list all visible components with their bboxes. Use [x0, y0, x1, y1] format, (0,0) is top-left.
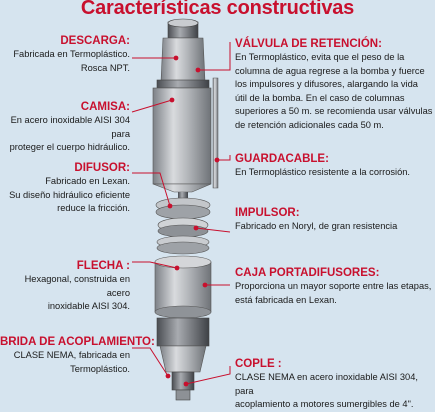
callout-caja: CAJA PORTADIFUSORES: Proporciona un mayo…: [235, 267, 433, 307]
descarga-heading: DESCARGA:: [60, 35, 130, 47]
valvula-line-3: los impulsores y difusores, alargando la…: [235, 79, 418, 89]
difusor-line-3: reduce la fricción.: [57, 203, 130, 213]
valvula-heading: VÁLVULA DE RETENCIÓN:: [235, 38, 382, 50]
difusor-line-1: Fabricado en Lexan.: [45, 176, 130, 186]
caja-line-2: está fabricada en Lexan.: [235, 294, 337, 305]
valvula-line-5: superiores a 50 m. se recomienda usar vá…: [235, 106, 433, 116]
camisa-line-1: En acero inoxidable AISI 304 para: [10, 115, 130, 139]
page-title: Características constructivas: [80, 0, 355, 19]
callout-flecha: FLECHA : Hexagonal, construida en acero …: [0, 260, 130, 314]
valvula-line-1: En Termoplástico, evita que el peso de l…: [235, 52, 405, 62]
valvula-line-6: de retención adicionales cada 50 m.: [235, 119, 384, 130]
cople-heading: COPLE :: [235, 358, 282, 370]
cable-guard: [212, 77, 219, 189]
valvula-line-4: útil de la bomba. En el caso de columnas: [235, 92, 405, 103]
guardacable-line-1: En Termoplástico resistente a la corrosi…: [235, 167, 411, 177]
diffuser-stack: [155, 197, 211, 255]
camisa-heading: CAMISA:: [80, 101, 130, 113]
camisa-line-2: proteger el cuerpo hidráulico.: [9, 142, 130, 152]
jacket: [152, 87, 212, 200]
flecha-line-1: Hexagonal, construida en acero: [24, 274, 130, 298]
callout-brida: BRIDA DE ACOPLAMIENTO: CLASE NEMA, fabri…: [0, 336, 155, 376]
callout-difusor: DIFUSOR: Fabricado en Lexan. Su diseño h…: [0, 162, 130, 216]
callout-valvula: VÁLVULA DE RETENCIÓN: En Termoplástico, …: [235, 38, 433, 132]
guardacable-heading: GUARDACABLE:: [235, 153, 329, 165]
flecha-line-2: inoxidable AISI 304.: [47, 301, 130, 311]
flecha-heading: FLECHA :: [76, 260, 130, 272]
difusor-line-2: Su diseño hidráulico eficiente: [9, 189, 130, 200]
diffuser-housing: [154, 255, 212, 347]
callout-impulsor: IMPULSOR: Fabricado en Noryl, de gran re…: [235, 207, 433, 234]
impulsor-heading: IMPULSOR:: [235, 207, 300, 219]
caja-heading: CAJA PORTADIFUSORES:: [235, 267, 380, 279]
leader-lines: [131, 42, 231, 385]
callout-camisa: CAMISA: En acero inoxidable AISI 304 par…: [0, 101, 130, 155]
cople-line-2: acoplamiento a motores sumergibles de 4"…: [235, 399, 414, 409]
brida-line-1: CLASE NEMA, fabricada en: [13, 350, 130, 360]
valvula-line-2: columna de agua regrese a la bomba y fue…: [235, 65, 425, 76]
descarga-line-2: Rosca NPT.: [80, 62, 130, 73]
coupling-flange: [159, 345, 207, 401]
callout-cople: COPLE : CLASE NEMA en acero inoxidable A…: [235, 358, 433, 412]
leader-dots: [165, 55, 220, 387]
discharge-head: [156, 18, 210, 89]
difusor-heading: DIFUSOR:: [74, 162, 130, 174]
brida-line-2: Termoplástico.: [70, 363, 130, 374]
caja-line-1: Proporciona un mayor soporte entre las e…: [235, 281, 432, 291]
callout-descarga: DESCARGA: Fabricada en Termoplástico. Ro…: [0, 35, 130, 75]
impulsor-line-1: Fabricado en Noryl, de gran resistencia: [235, 221, 398, 231]
brida-heading: BRIDA DE ACOPLAMIENTO:: [0, 336, 155, 348]
cople-line-1: CLASE NEMA en acero inoxidable AISI 304,…: [235, 372, 418, 396]
descarga-line-1: Fabricada en Termoplástico.: [13, 49, 130, 59]
callout-guardacable: GUARDACABLE: En Termoplástico resistente…: [235, 153, 433, 180]
